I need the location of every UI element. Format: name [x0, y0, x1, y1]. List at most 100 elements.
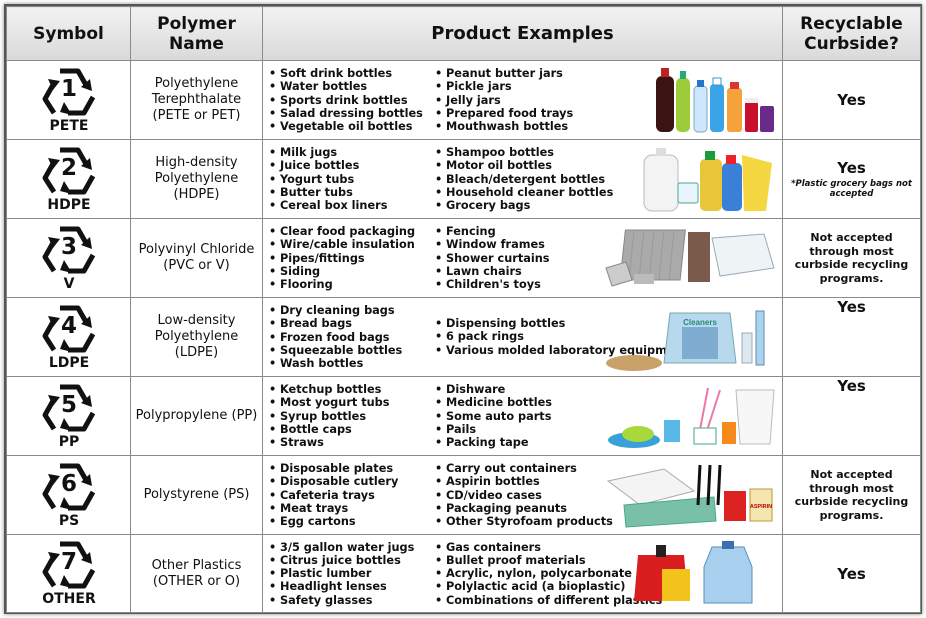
list-item: Wire/cable insulation — [267, 238, 415, 252]
polymer-name: Polyethylene Terephthalate (PETE or PET) — [130, 60, 263, 140]
product-examples-cell: Clear food packagingWire/cable insulatio… — [262, 218, 783, 298]
product-list: Shampoo bottlesMotor oil bottlesBleach/d… — [433, 146, 613, 213]
list-item: Citrus juice bottles — [267, 554, 414, 568]
list-item: Frozen food bags — [267, 330, 402, 344]
product-list: Dispensing bottles6 pack ringsVarious mo… — [433, 317, 688, 357]
list-item: Plastic lumber — [267, 567, 414, 581]
list-item: Dispensing bottles — [433, 317, 688, 331]
product-list: Carry out containersAspirin bottlesCD/vi… — [433, 462, 613, 529]
resin-number: 7 — [60, 549, 77, 575]
list-item: Ketchup bottles — [267, 383, 389, 397]
list-item: Packaging peanuts — [433, 502, 613, 516]
polymer-name: Polystyrene (PS) — [130, 455, 263, 535]
product-list: Clear food packagingWire/cable insulatio… — [267, 225, 415, 292]
table-row: 7 OTHER Other Plastics (OTHER or O)3/5 g… — [6, 534, 921, 613]
pvc-items-image — [605, 229, 775, 287]
list-item: Siding — [267, 265, 415, 279]
list-item: Butter tubs — [267, 186, 387, 200]
recyclable-note: *Plastic grocery bags not accepted — [791, 179, 912, 199]
product-list: Disposable platesDisposable cutleryCafet… — [267, 462, 398, 529]
recycling-chart: Symbol Polymer Name Product Examples Rec… — [4, 4, 922, 614]
symbol-cell: 7 OTHER — [6, 534, 131, 613]
list-item: Juice bottles — [267, 159, 387, 173]
ps-items-image: ASPIRIN — [606, 464, 773, 528]
recyclable-cell: Yes — [782, 534, 921, 613]
polymer-name: Low-density Polyethylene (LDPE) — [130, 297, 263, 377]
recyclable-cell: Not accepted through most curbside recyc… — [782, 455, 921, 535]
list-item: Disposable cutlery — [267, 475, 398, 489]
product-list: DishwareMedicine bottlesSome auto partsP… — [433, 383, 552, 450]
recycle-arrows-icon — [42, 463, 96, 510]
recycle-arrows-icon — [42, 384, 96, 431]
list-item: Various molded laboratory equipment — [433, 344, 688, 358]
plastics-table: Symbol Polymer Name Product Examples Rec… — [6, 6, 921, 613]
resin-code-symbol: 3 V — [7, 220, 131, 297]
resin-abbreviation: PS — [58, 512, 80, 529]
resin-abbreviation: HDPE — [47, 196, 91, 213]
resin-abbreviation: V — [63, 275, 75, 292]
product-examples-cell: Dry cleaning bagsBread bagsFrozen food b… — [262, 297, 783, 377]
product-list: Dry cleaning bagsBread bagsFrozen food b… — [267, 304, 402, 371]
resin-number: 3 — [60, 233, 77, 260]
list-item: 3/5 gallon water jugs — [267, 540, 414, 554]
list-item: Children's toys — [433, 278, 550, 292]
list-item: Straws — [267, 436, 389, 450]
list-item: Vegetable oil bottles — [267, 120, 423, 134]
product-list: Peanut butter jarsPickle jarsJelly jarsP… — [433, 67, 573, 134]
resin-abbreviation: PP — [58, 433, 80, 450]
symbol-cell: 1 PETE — [6, 60, 131, 140]
list-item: Some auto parts — [433, 409, 552, 423]
resin-number: 5 — [60, 391, 77, 418]
list-item: Most yogurt tubs — [267, 396, 389, 410]
list-item: Bread bags — [267, 317, 402, 331]
pp-items-image — [608, 387, 775, 448]
recyclable-status: Yes — [837, 298, 866, 316]
list-item: Yogurt tubs — [267, 172, 387, 186]
list-item: 6 pack rings — [433, 330, 688, 344]
product-examples-cell: Milk jugsJuice bottlesYogurt tubsButter … — [262, 139, 783, 219]
recycle-arrows-icon — [42, 226, 96, 273]
resin-abbreviation: OTHER — [42, 591, 96, 607]
polymer-name: Other Plastics (OTHER or O) — [130, 534, 263, 613]
list-item: Cafeteria trays — [267, 488, 398, 502]
recyclable-status: Yes — [837, 564, 866, 583]
polymer-name: High-density Polyethylene (HDPE) — [130, 139, 263, 219]
recyclable-status: Yes — [837, 91, 866, 109]
list-item: Mouthwash bottles — [433, 120, 573, 134]
list-item: Window frames — [433, 238, 550, 252]
header-symbol: Symbol — [6, 6, 131, 61]
list-item: Clear food packaging — [267, 225, 415, 239]
polymer-name: Polyvinyl Chloride (PVC or V) — [130, 218, 263, 298]
list-item: Shower curtains — [433, 251, 550, 265]
list-item: Aspirin bottles — [433, 475, 613, 489]
symbol-cell: 3 V — [6, 218, 131, 298]
symbol-cell: 5 PP — [6, 376, 131, 456]
list-item: Flooring — [267, 278, 415, 292]
product-list: Milk jugsJuice bottlesYogurt tubsButter … — [267, 146, 387, 213]
header-product-examples: Product Examples — [262, 6, 783, 61]
list-item: Acrylic, nylon, polycarbonate — [433, 567, 662, 581]
other-plastics-image — [634, 541, 753, 604]
list-item: Gas containers — [433, 540, 662, 554]
recycle-arrows-icon — [42, 68, 96, 115]
symbol-cell: 2 HDPE — [6, 139, 131, 219]
list-item: Shampoo bottles — [433, 146, 613, 160]
recyclable-cell: Yes — [782, 60, 921, 140]
list-item: Carry out containers — [433, 462, 613, 476]
product-list: Soft drink bottlesWater bottlesSports dr… — [267, 67, 423, 134]
list-item: Lawn chairs — [433, 265, 550, 279]
product-list: Gas containersBullet proof materialsAcry… — [433, 540, 662, 607]
list-item: Motor oil bottles — [433, 159, 613, 173]
symbol-cell: 4 LDPE — [6, 297, 131, 377]
header-row: Symbol Polymer Name Product Examples Rec… — [6, 6, 921, 61]
product-list: Ketchup bottlesMost yogurt tubsSyrup bot… — [267, 383, 389, 450]
recyclable-cell: Not accepted through most curbside recyc… — [782, 218, 921, 298]
resin-abbreviation: PETE — [49, 117, 89, 134]
product-examples-cell: Disposable platesDisposable cutleryCafet… — [262, 455, 783, 535]
recycle-arrows-icon — [42, 305, 96, 352]
list-item: Cereal box liners — [267, 199, 387, 213]
list-item: Grocery bags — [433, 199, 613, 213]
list-item: Polylactic acid (a bioplastic) — [433, 580, 662, 594]
list-item: Combinations of different plastics — [433, 593, 662, 607]
product-list: 3/5 gallon water jugsCitrus juice bottle… — [267, 540, 414, 607]
